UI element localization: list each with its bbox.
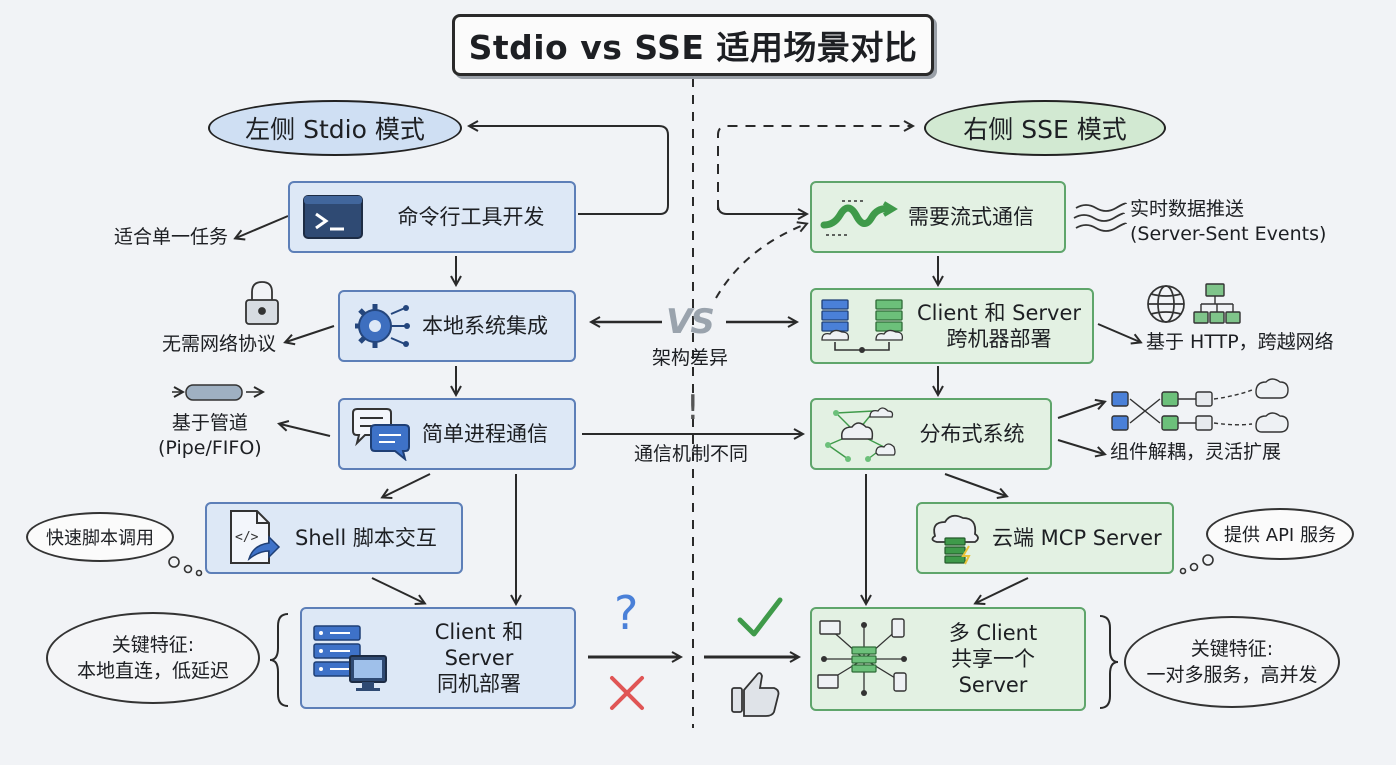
- terminal-icon: [290, 194, 376, 240]
- script-file-icon: </>: [207, 509, 295, 567]
- box-same-machine: Client 和 Server 同机部署: [300, 607, 576, 709]
- note-no-network: 无需网络协议: [162, 333, 277, 355]
- arrow-center-to-stream: [715, 224, 806, 299]
- distributed-label: 分布式系统: [919, 422, 1025, 446]
- globe-icon: [1147, 285, 1185, 323]
- cloud-server-icon: [918, 510, 992, 566]
- exclamation-mark: !: [686, 388, 700, 428]
- local-label: 本地系统集成: [422, 314, 548, 338]
- box-cloud-mcp: 云端 MCP Server: [916, 502, 1174, 574]
- architecture-difference: 架构差异: [652, 347, 729, 369]
- svg-text:</>: </>: [235, 530, 259, 545]
- question-mark: ?: [614, 586, 639, 640]
- waves-icon: [1073, 202, 1127, 232]
- stream-label: 需要流式通信: [908, 205, 1034, 229]
- pipe-icon: [172, 384, 262, 401]
- right-key-features: 关键特征: 一对多服务，高并发: [1124, 616, 1340, 708]
- hub-devices-icon: [812, 617, 916, 701]
- note-pipe: 基于管道 (Pipe/FIFO): [158, 412, 262, 459]
- right-brace: [1099, 615, 1119, 709]
- same-machine-line1: Client 和 Server: [434, 620, 524, 670]
- arrow-to-right-mode: [717, 126, 912, 210]
- wave-stream-icon: [812, 195, 908, 239]
- flow-nodes-icon: [1111, 378, 1289, 433]
- multi-client-line1: 多 Client: [948, 621, 1038, 645]
- multi-client-line2: 共享一个 Server: [951, 647, 1035, 697]
- communication-difference: 通信机制不同: [634, 443, 749, 465]
- sse-mode-label: 右侧 SSE 模式: [924, 100, 1166, 156]
- box-shell-script: </> Shell 脚本交互: [205, 502, 463, 574]
- bubble-script-call: 快速脚本调用: [26, 512, 174, 562]
- box-distributed: 分布式系统: [810, 398, 1052, 470]
- box-streaming: 需要流式通信: [810, 181, 1066, 253]
- checkmark-icon: [737, 597, 783, 637]
- lock-icon: [245, 281, 279, 325]
- cloud-mcp-label: 云端 MCP Server: [992, 526, 1162, 550]
- cli-label: 命令行工具开发: [397, 205, 545, 229]
- arrow-into-stream: [717, 204, 806, 214]
- note-http: 基于 HTTP，跨越网络: [1146, 331, 1334, 353]
- box-cli-development: 命令行工具开发: [288, 181, 576, 253]
- server-network-icon: [812, 296, 916, 356]
- box-multi-client: 多 Client 共享一个 Server: [810, 607, 1086, 711]
- note-single-task: 适合单一任务: [114, 226, 229, 248]
- gear-circuit-icon: [340, 298, 422, 354]
- org-tree-icon: [1193, 283, 1241, 324]
- left-key-features: 关键特征: 本地直连，低延迟: [46, 612, 260, 704]
- note-decouple: 组件解耦，灵活扩展: [1110, 441, 1282, 463]
- cross-machine-line1: Client 和 Server: [916, 301, 1081, 325]
- same-machine-line2: 同机部署: [437, 672, 521, 696]
- server-monitor-icon: [302, 622, 398, 694]
- vs-label: VS: [666, 302, 715, 342]
- diagram-title: Stdio vs SSE 适用场景对比: [452, 14, 934, 76]
- box-cross-machine: Client 和 Server 跨机器部署: [810, 288, 1094, 364]
- title-text: Stdio vs SSE 适用场景对比: [468, 28, 918, 67]
- ipc-label: 简单进程通信: [422, 422, 548, 446]
- arrow-cli-to-left-mode: [470, 126, 669, 215]
- chat-bubbles-icon: [340, 407, 422, 461]
- box-simple-ipc: 简单进程通信: [338, 398, 576, 470]
- left-brace: [269, 613, 289, 707]
- bubble-api-service: 提供 API 服务: [1206, 508, 1354, 560]
- note-realtime-push: 实时数据推送 (Server-Sent Events): [1130, 198, 1327, 245]
- box-local-integration: 本地系统集成: [338, 290, 576, 362]
- x-mark-icon: [610, 676, 644, 710]
- stdio-mode-label: 左侧 Stdio 模式: [208, 100, 462, 156]
- thumbs-up-icon: [731, 672, 780, 717]
- cross-machine-line2: 跨机器部署: [946, 327, 1052, 351]
- cloud-network-icon: [812, 403, 902, 465]
- shell-label: Shell 脚本交互: [295, 526, 437, 550]
